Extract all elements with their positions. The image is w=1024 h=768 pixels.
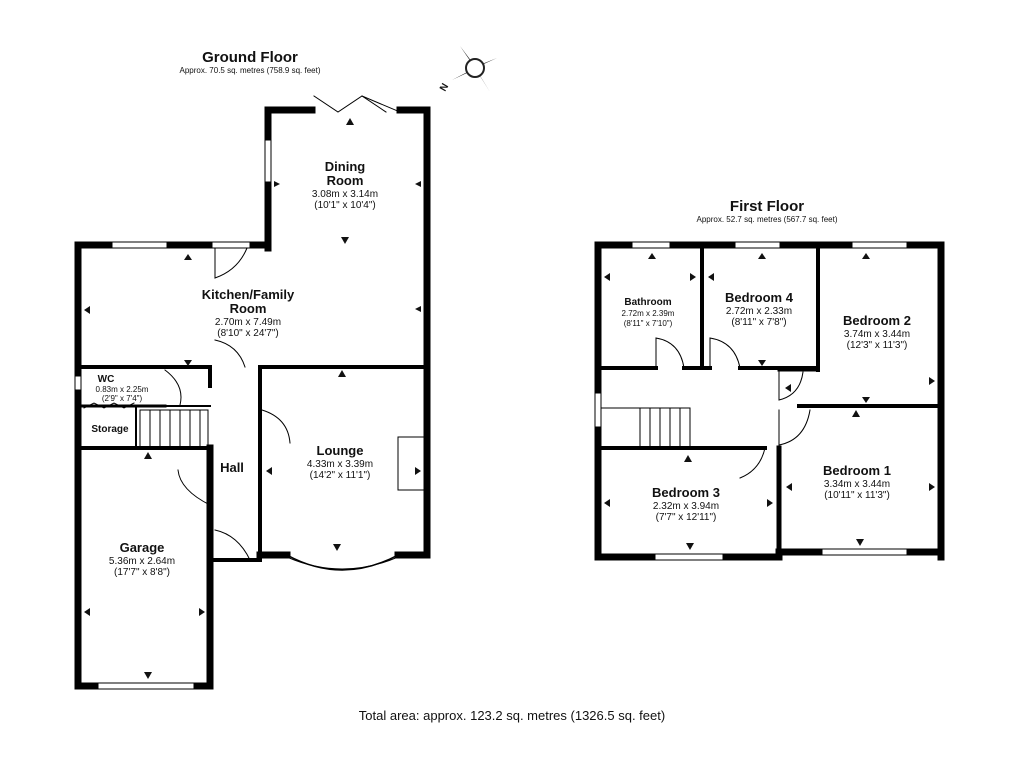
bedroom4-metric: 2.72m x 2.33m bbox=[726, 306, 792, 317]
dining-room-imperial: (10'1" x 10'4") bbox=[314, 200, 376, 211]
kitchen-imperial: (8'10" x 24'7") bbox=[217, 328, 279, 339]
dining-room-name-l2: Room bbox=[327, 173, 364, 188]
garage-metric: 5.36m x 2.64m bbox=[109, 556, 175, 567]
garage-imperial: (17'7" x 8'8") bbox=[114, 567, 170, 578]
hall-name: Hall bbox=[220, 460, 244, 475]
first-floor-area: Approx. 52.7 sq. metres (567.7 sq. feet) bbox=[696, 215, 838, 224]
dining-room-name-l1: Dining bbox=[325, 159, 365, 174]
bedroom3-name: Bedroom 3 bbox=[652, 485, 720, 500]
compass-icon: N bbox=[438, 46, 497, 94]
bedroom2-imperial: (12'3" x 11'3") bbox=[847, 340, 908, 351]
bathroom-imperial: (8'11" x 7'10") bbox=[624, 319, 673, 328]
lounge-name: Lounge bbox=[317, 443, 364, 458]
ground-floor-title: Ground Floor bbox=[202, 49, 298, 66]
kitchen-metric: 2.70m x 7.49m bbox=[215, 317, 281, 328]
lounge-metric: 4.33m x 3.39m bbox=[307, 459, 373, 470]
ground-floor-plan bbox=[74, 95, 431, 690]
first-floor-heading: First Floor Approx. 52.7 sq. metres (567… bbox=[667, 198, 867, 224]
storage-name: Storage bbox=[91, 424, 129, 435]
bathroom-name: Bathroom bbox=[624, 297, 671, 308]
bedroom3-imperial: (7'7" x 12'11") bbox=[656, 512, 717, 523]
wc-imperial: (2'9" x 7'4") bbox=[102, 394, 143, 403]
first-floor-labels: Bathroom 2.72m x 2.39m (8'11" x 7'10") B… bbox=[622, 290, 911, 523]
ground-floor-arrows bbox=[84, 118, 421, 679]
bedroom2-metric: 3.74m x 3.44m bbox=[844, 329, 910, 340]
bedroom1-name: Bedroom 1 bbox=[823, 463, 891, 478]
dining-room-metric: 3.08m x 3.14m bbox=[312, 189, 378, 200]
first-floor-arrows bbox=[604, 253, 935, 550]
total-area: Total area: approx. 123.2 sq. metres (13… bbox=[358, 708, 666, 723]
wc-name: WC bbox=[98, 374, 115, 385]
first-floor-title: First Floor bbox=[729, 198, 805, 215]
wc-metric: 0.83m x 2.25m bbox=[96, 385, 149, 394]
first-floor-plan bbox=[594, 241, 945, 561]
bedroom1-metric: 3.34m x 3.44m bbox=[824, 479, 890, 490]
ground-floor-heading: Ground Floor Approx. 70.5 sq. metres (75… bbox=[150, 49, 350, 75]
lounge-imperial: (14'2" x 11'1") bbox=[310, 470, 371, 481]
bedroom2-name: Bedroom 2 bbox=[843, 313, 911, 328]
ground-floor-area: Approx. 70.5 sq. metres (758.9 sq. feet) bbox=[179, 66, 321, 75]
bedroom3-metric: 2.32m x 3.94m bbox=[653, 501, 719, 512]
bedroom4-imperial: (8'11" x 7'8") bbox=[731, 317, 786, 328]
kitchen-name-l2: Room bbox=[230, 301, 267, 316]
garage-name: Garage bbox=[120, 540, 165, 555]
bedroom4-name: Bedroom 4 bbox=[725, 290, 794, 305]
bedroom1-imperial: (10'11" x 11'3") bbox=[824, 490, 890, 501]
bathroom-metric: 2.72m x 2.39m bbox=[622, 309, 675, 318]
kitchen-name-l1: Kitchen/Family bbox=[202, 287, 295, 302]
ground-floor-labels: Dining Room 3.08m x 3.14m (10'1" x 10'4"… bbox=[91, 159, 378, 578]
compass-north-label: N bbox=[438, 82, 451, 94]
